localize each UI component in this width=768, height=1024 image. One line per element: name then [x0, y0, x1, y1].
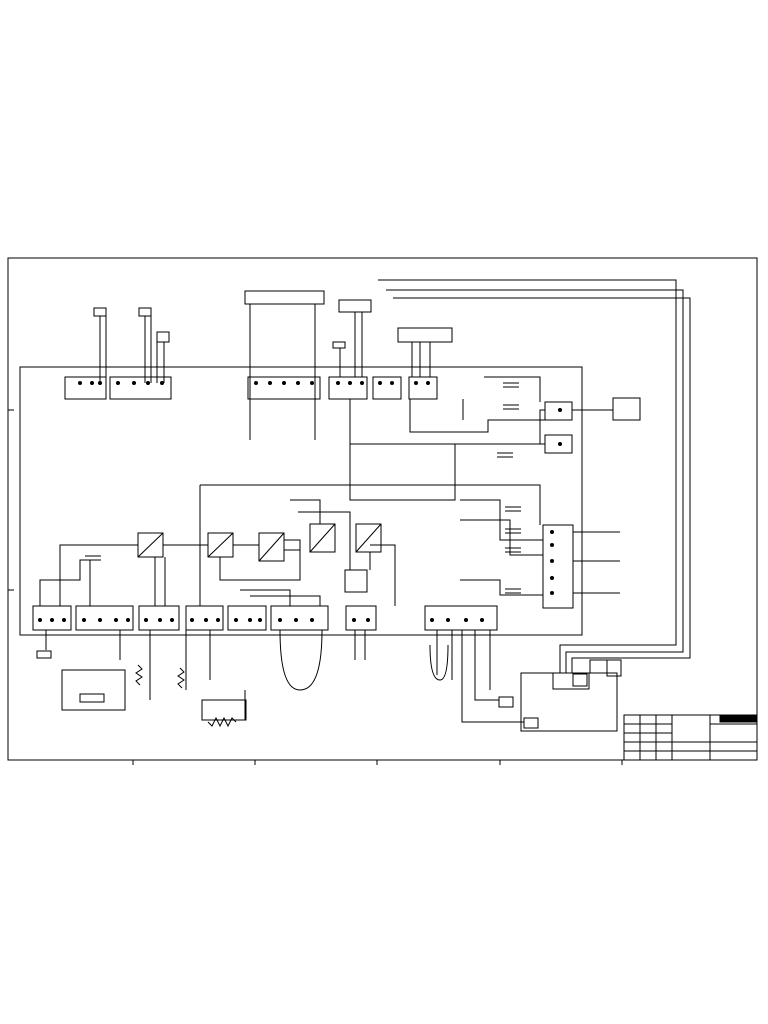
wire-loop: [429, 644, 449, 681]
motor-board-connector: [552, 672, 590, 690]
heater-3-box: [201, 699, 247, 721]
relay-group: [137, 523, 382, 562]
connector-row-bottom: [32, 569, 498, 631]
motor-board-input-1: [498, 696, 514, 708]
relay-block-1: [544, 401, 573, 421]
sensor-small: [332, 341, 346, 349]
heater-element-2: [207, 716, 237, 728]
external-unit-box: [612, 397, 641, 421]
connector-row-top: [64, 376, 438, 400]
motor-board-port: [572, 673, 588, 687]
sensor-left-3: [156, 331, 170, 343]
motor-board-input-2: [523, 717, 539, 729]
wire-loop: [279, 629, 323, 691]
heater-element-1: [135, 664, 143, 686]
small-plug: [606, 659, 622, 677]
drawing-border: [7, 257, 758, 761]
fan-module-box: [338, 299, 372, 313]
motor-board-box: [520, 672, 618, 732]
motor-control-box: [397, 327, 453, 343]
display-board-box: [244, 290, 325, 305]
sensor-left-2: [138, 307, 152, 317]
title-block: [623, 714, 758, 761]
terminal-dots: [38, 381, 562, 622]
heater-1-inner: [79, 693, 105, 703]
wiring: [39, 279, 691, 723]
relay-block-3: [542, 524, 574, 609]
capacitor-symbols: [85, 382, 521, 594]
heater-element-3: [177, 667, 185, 689]
sensor-left-1: [93, 307, 107, 317]
heater-1-box: [61, 669, 126, 711]
control-box-outline: [19, 366, 583, 636]
filter-box: [36, 650, 52, 659]
